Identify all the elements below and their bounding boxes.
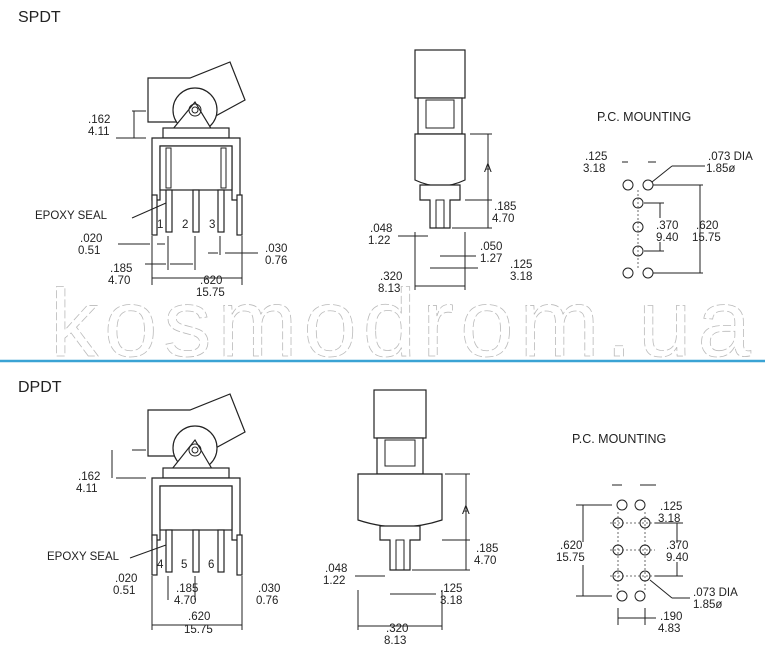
dim-125-mm: 3.18 [658, 513, 680, 525]
dpdt-front-labels: .162 4.11 EPOXY SEAL 4 5 6 .020 0.51 .18… [47, 471, 280, 636]
spdt-pc-mounting: P.C. MOUNTING .125 3.18 .073 DIA 1.85ø .… [583, 110, 753, 279]
dim-030-in: .030 [265, 243, 287, 255]
dim-185-in: .185 [494, 201, 516, 213]
dim-125-in: .125 [585, 151, 607, 163]
dim-125-in: .125 [440, 583, 462, 595]
pin-6-label: 6 [208, 559, 214, 571]
dim-162-in: .162 [88, 114, 110, 126]
pcb-hole-pattern [610, 499, 655, 602]
dim-185-mm: 4.70 [474, 555, 496, 567]
spdt-side-labels: A .185 4.70 .048 1.22 .050 1.27 .125 3.1… [368, 163, 532, 295]
dim-030-in: .030 [258, 583, 280, 595]
spdt-front-labels: .162 4.11 EPOXY SEAL 1 2 3 .020 0.51 .03… [35, 114, 287, 299]
dim-190-in: .190 [660, 611, 682, 623]
dim-620-mm: 15.75 [556, 552, 585, 564]
pin-4-label: 4 [157, 559, 164, 571]
dim-320-in: .320 [380, 271, 402, 283]
pin-2-label: 2 [182, 219, 188, 231]
pin-1-label: 1 [157, 219, 163, 231]
dim-185-mm: 4.70 [108, 275, 130, 287]
dim-020-in: .020 [80, 233, 102, 245]
dim-a: A [484, 163, 492, 175]
dim-620-in: .620 [200, 275, 222, 287]
epoxy-seal-label: EPOXY SEAL [35, 210, 108, 222]
spdt-side-view [398, 49, 492, 290]
dim-125-in: .125 [510, 259, 532, 271]
pc-mounting-title: P.C. MOUNTING [597, 110, 691, 124]
dpdt-side-view [355, 389, 470, 630]
dim-185-in: .185 [110, 263, 132, 275]
dim-620-mm: 15.75 [184, 624, 213, 636]
dim-370-mm: 9.40 [656, 232, 678, 244]
pc-mounting-title: P.C. MOUNTING [572, 432, 666, 446]
dim-370-mm: 9.40 [666, 552, 688, 564]
dpdt-side-labels: A .185 4.70 .048 1.22 .125 3.18 .320 8.1… [323, 505, 498, 647]
dim-073-in: .073 DIA [708, 151, 753, 163]
dim-073-in: .073 DIA [693, 587, 738, 599]
dim-030-mm: 0.76 [265, 255, 287, 267]
dim-190-mm: 4.83 [658, 623, 680, 635]
dim-050-mm: 1.27 [480, 253, 502, 265]
dim-050-in: .050 [480, 241, 502, 253]
dim-620-mm: 15.75 [196, 287, 225, 299]
dim-048-mm: 1.22 [368, 235, 390, 247]
dim-125-in: .125 [660, 501, 682, 513]
dim-320-in: .320 [386, 623, 408, 635]
dpdt-pc-mounting: P.C. MOUNTING .125 3.18 .620 15.75 .370 … [556, 432, 738, 635]
dim-620-mm: 15.75 [692, 232, 721, 244]
dim-185-in: .185 [176, 583, 198, 595]
spdt-title: SPDT [18, 9, 61, 26]
dim-370-in: .370 [656, 220, 678, 232]
dim-048-in: .048 [325, 563, 347, 575]
watermark: kosmodrom.ua [50, 270, 757, 377]
dim-162-in: .162 [78, 471, 100, 483]
dim-185-mm: 4.70 [174, 595, 196, 607]
dim-125-mm: 3.18 [583, 163, 605, 175]
dim-162-mm: 4.11 [76, 483, 98, 495]
dim-020-mm: 0.51 [78, 245, 100, 257]
dim-073-mm: 1.85ø [693, 599, 722, 611]
dim-185-in: .185 [476, 543, 498, 555]
dim-030-mm: 0.76 [256, 595, 278, 607]
pin-3-label: 3 [209, 219, 215, 231]
dpdt-front-view [111, 393, 246, 630]
dim-620-in: .620 [560, 540, 582, 552]
dim-048-in: .048 [370, 223, 392, 235]
dim-370-in: .370 [666, 540, 688, 552]
pcb-hole-pattern [622, 179, 654, 279]
dim-162-mm: 4.11 [88, 126, 110, 138]
dim-048-mm: 1.22 [323, 575, 345, 587]
epoxy-seal-label: EPOXY SEAL [47, 551, 120, 563]
dim-020-in: .020 [115, 573, 137, 585]
dim-125-mm: 3.18 [510, 271, 532, 283]
dim-620-in: .620 [696, 220, 718, 232]
pin-5-label: 5 [181, 559, 187, 571]
dpdt-title: DPDT [18, 379, 62, 396]
spdt-front-view [116, 61, 258, 285]
dim-320-mm: 8.13 [378, 283, 400, 295]
dim-125-mm: 3.18 [440, 595, 462, 607]
dim-320-mm: 8.13 [384, 635, 406, 647]
dim-020-mm: 0.51 [113, 585, 135, 597]
dim-185-mm: 4.70 [492, 213, 514, 225]
dim-073-mm: 1.85ø [706, 163, 735, 175]
dim-a: A [462, 505, 470, 517]
dim-620-in: .620 [188, 611, 210, 623]
